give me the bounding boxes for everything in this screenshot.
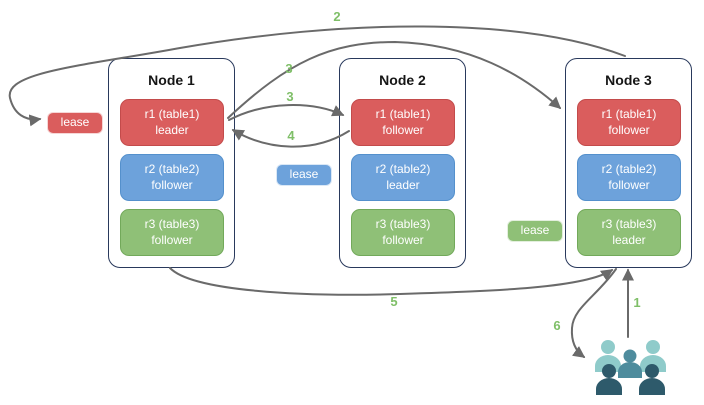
replica-name: r1 (table1) [144,106,200,121]
replica-name: r2 (table2) [375,161,431,176]
node-box-2: Node 2 r1 (table1) follower r2 (table2) … [339,58,466,268]
replica-role: follower [151,177,193,192]
lease-badge-red: lease [47,112,103,134]
replica-box: r1 (table1) leader [120,99,224,146]
replica-role: follower [382,232,424,247]
step-label-4: 4 [287,128,295,143]
arrow-step-3-to-node2 [228,104,345,121]
replica-box: r3 (table3) follower [351,209,455,256]
replica-box: r1 (table1) follower [351,99,455,146]
lease-badge-green: lease [507,220,563,242]
replica-box: r2 (table2) follower [120,154,224,201]
step-label-2: 2 [333,9,341,24]
arrow-step-6 [570,268,617,358]
step-label-3a: 3 [285,61,293,76]
replica-role: follower [382,122,424,137]
replica-name: r1 (table1) [601,106,657,121]
replica-name: r3 (table3) [375,216,431,231]
step-label-6: 6 [553,318,561,333]
replica-role: follower [151,232,193,247]
replica-role: follower [608,122,650,137]
replica-role: leader [612,232,646,247]
replica-box: r2 (table2) leader [351,154,455,201]
lease-badge-blue: lease [276,164,332,186]
replica-box: r2 (table2) follower [577,154,681,201]
step-label-5: 5 [390,294,398,309]
replica-name: r1 (table1) [375,106,431,121]
step-label-1: 1 [633,295,641,310]
replica-role: leader [386,177,420,192]
step-label-3b: 3 [286,89,294,104]
arrow-step-2 [8,25,626,127]
replica-box: r3 (table3) leader [577,209,681,256]
users-icon [595,340,666,395]
node-title: Node 2 [379,72,426,88]
node-box-3: Node 3 r1 (table1) follower r2 (table2) … [565,58,692,268]
node-title: Node 3 [605,72,652,88]
replica-role: leader [155,122,189,137]
replica-name: r2 (table2) [144,161,200,176]
replica-name: r3 (table3) [601,216,657,231]
node-title: Node 1 [148,72,195,88]
replica-box: r3 (table3) follower [120,209,224,256]
replica-role: follower [608,177,650,192]
replica-box: r1 (table1) follower [577,99,681,146]
node-box-1: Node 1 r1 (table1) leader r2 (table2) fo… [108,58,235,268]
replica-name: r3 (table3) [144,216,200,231]
replica-name: r2 (table2) [601,161,657,176]
arrow-step-5 [169,267,614,296]
